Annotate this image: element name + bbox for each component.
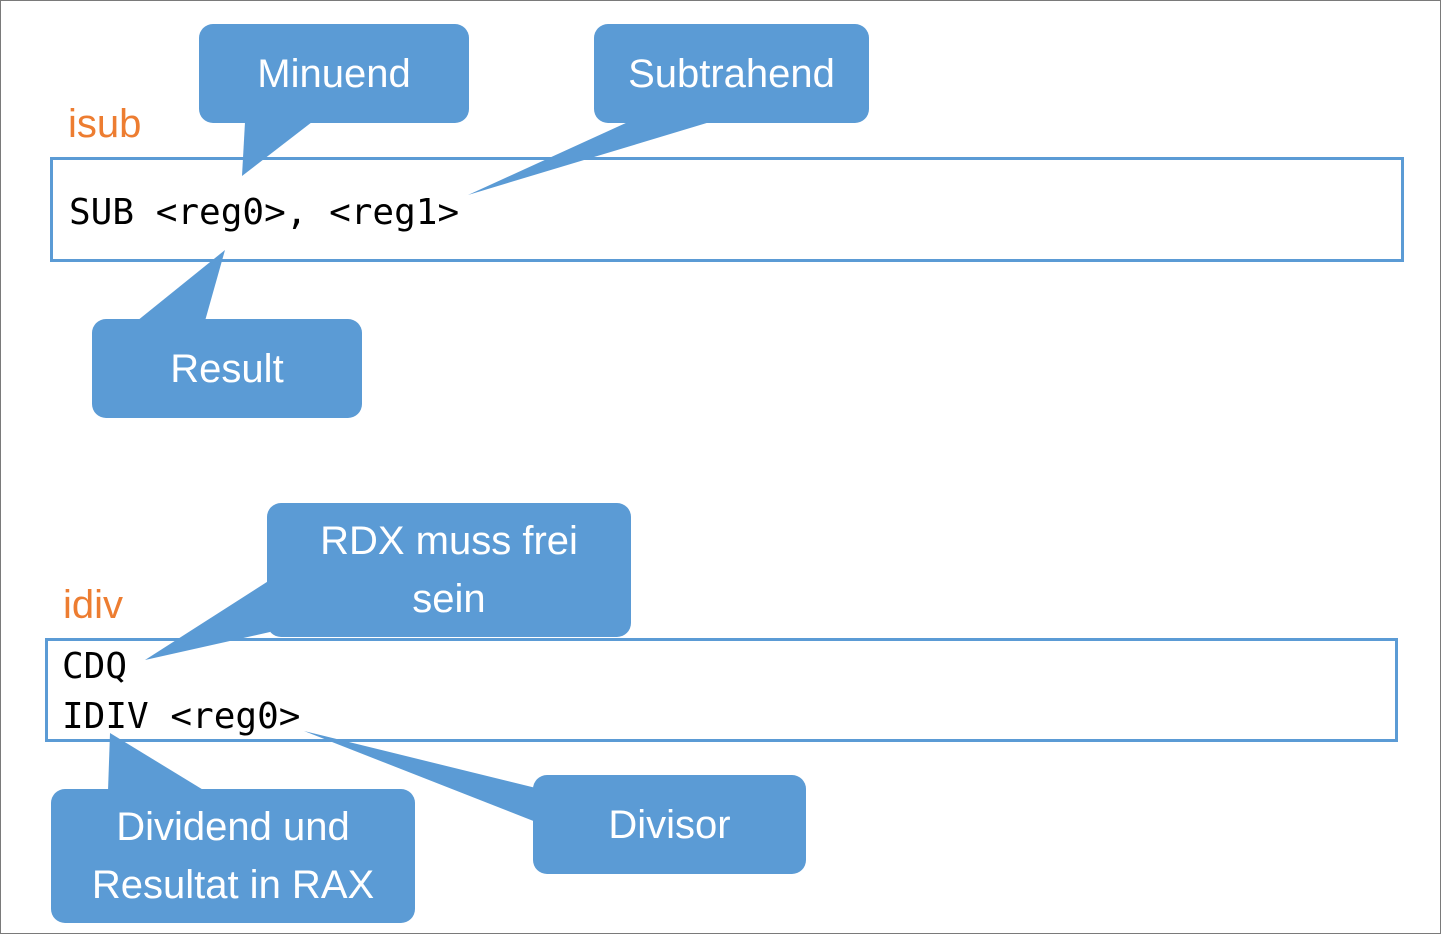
rdx-free-callout: RDX muss frei sein — [267, 503, 631, 637]
subtrahend-callout-text: Subtrahend — [628, 51, 835, 96]
idiv-code-line-1: CDQ — [62, 646, 128, 687]
result-callout-text: Result — [170, 346, 284, 391]
dividend-callout: Dividend und Resultat in RAX — [51, 789, 415, 923]
isub-code-box — [50, 157, 1404, 262]
divisor-callout-text: Divisor — [608, 802, 731, 847]
dividend-callout-line-1: Dividend und — [116, 805, 350, 849]
divisor-callout: Divisor — [533, 775, 806, 874]
subtrahend-callout: Subtrahend — [594, 24, 869, 123]
idiv-label: idiv — [63, 583, 124, 627]
rdx-free-callout-line-2: sein — [412, 577, 486, 621]
isub-label: isub — [68, 102, 142, 146]
result-callout: Result — [92, 319, 362, 418]
isub-code-line-1: SUB <reg0>, <reg1> — [69, 192, 460, 233]
minuend-callout: Minuend — [199, 24, 469, 123]
minuend-callout-text: Minuend — [257, 51, 411, 96]
rdx-free-callout-line-1: RDX muss frei — [320, 519, 578, 563]
idiv-code-box — [45, 638, 1398, 742]
idiv-code-line-2: IDIV <reg0> — [62, 696, 301, 737]
dividend-callout-line-2: Resultat in RAX — [91, 863, 375, 907]
